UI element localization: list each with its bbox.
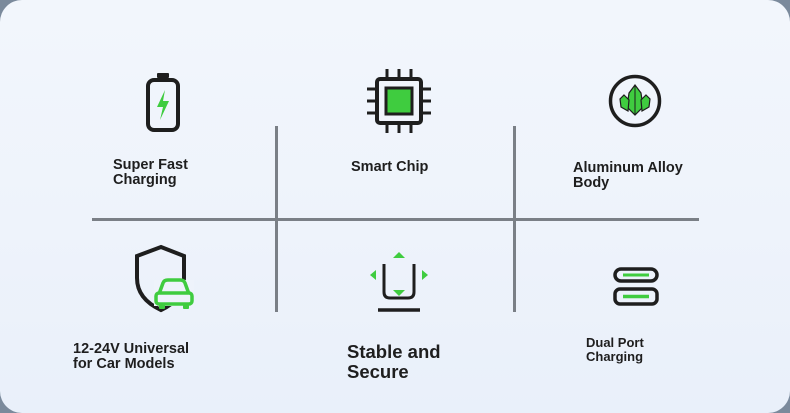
dual-port-icon bbox=[611, 267, 661, 312]
feature-label-aluminum-alloy-body: Aluminum Alloy Body bbox=[573, 160, 683, 191]
feature-label-smart-chip: Smart Chip bbox=[351, 159, 429, 175]
divider-vertical-left bbox=[275, 126, 278, 312]
feature-label-universal-car-models: 12-24V Universal for Car Models bbox=[73, 341, 190, 372]
phone-mount-icon bbox=[364, 250, 436, 321]
chip-icon bbox=[364, 66, 434, 141]
divider-horizontal bbox=[92, 218, 699, 221]
divider-vertical-right bbox=[513, 126, 516, 312]
feature-label-super-fast-charging: Super Fast Charging bbox=[113, 157, 188, 188]
battery-charging-icon bbox=[140, 70, 186, 139]
crystal-icon bbox=[607, 73, 663, 134]
shield-car-icon bbox=[132, 244, 198, 319]
feature-label-stable-secure: Stable and Secure bbox=[347, 341, 441, 382]
feature-label-dual-port-charging: Dual Port Charging bbox=[586, 335, 644, 364]
